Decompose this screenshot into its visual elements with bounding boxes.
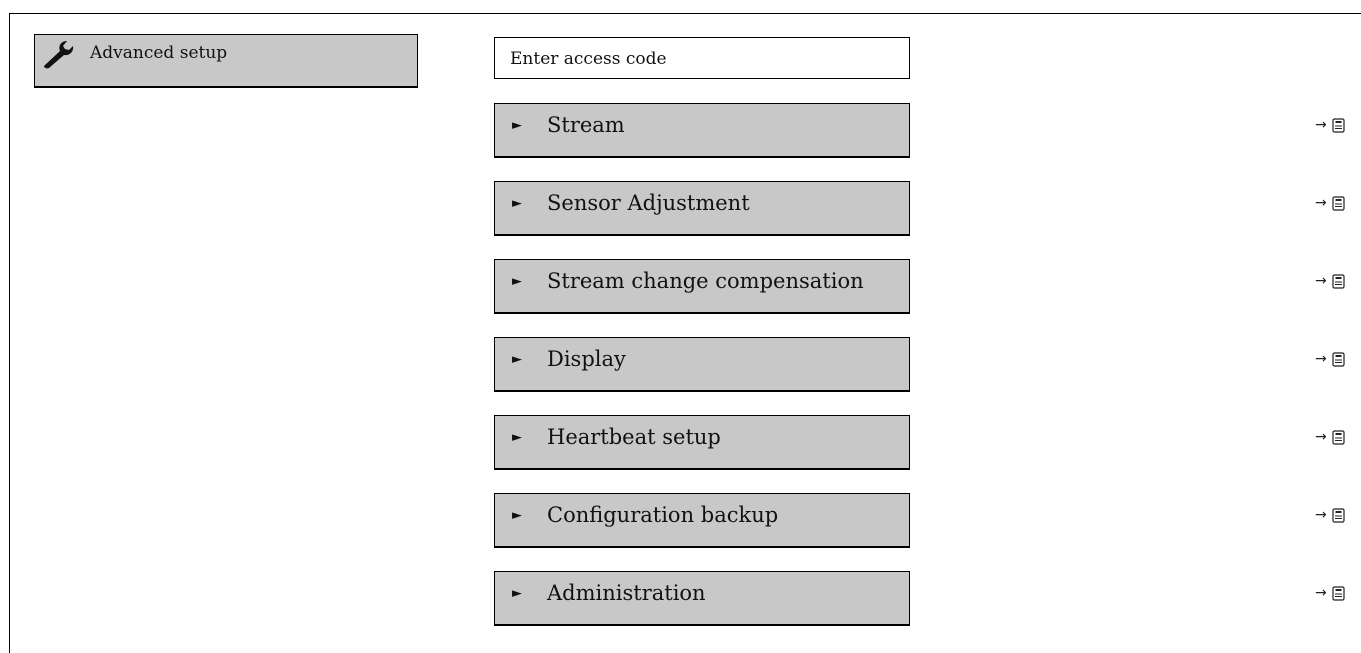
submenu-label: Sensor Adjustment [547, 191, 750, 215]
enter-access-code-label: Enter access code [510, 49, 667, 69]
advanced-setup-menu[interactable]: Advanced setup [34, 34, 418, 88]
page-reference[interactable]: → [1315, 115, 1345, 135]
document-icon [1332, 585, 1345, 601]
submenu-heartbeat-setup[interactable]: ► Heartbeat setup [494, 415, 910, 470]
submenu-sensor-adjustment[interactable]: ► Sensor Adjustment [494, 181, 910, 236]
submenu-label: Stream change compensation [547, 269, 864, 293]
arrow-right-icon: → [1315, 507, 1327, 523]
advanced-setup-label: Advanced setup [90, 43, 228, 63]
arrow-right-icon: → [1315, 351, 1327, 367]
arrow-right-icon: → [1315, 429, 1327, 445]
submenu-label: Administration [547, 581, 706, 605]
submenu-triangle-icon: ► [512, 586, 522, 601]
document-icon [1332, 351, 1345, 367]
submenu-label: Stream [547, 113, 625, 137]
enter-access-code-field[interactable]: Enter access code [494, 37, 910, 79]
submenu-label: Heartbeat setup [547, 425, 721, 449]
submenu-triangle-icon: ► [512, 118, 522, 133]
submenu-administration[interactable]: ► Administration [494, 571, 910, 626]
submenu-triangle-icon: ► [512, 274, 522, 289]
submenu-display[interactable]: ► Display [494, 337, 910, 392]
document-icon [1332, 273, 1345, 289]
document-icon [1332, 195, 1345, 211]
submenu-configuration-backup[interactable]: ► Configuration backup [494, 493, 910, 548]
page-reference[interactable]: → [1315, 349, 1345, 369]
document-icon [1332, 117, 1345, 133]
page-reference[interactable]: → [1315, 193, 1345, 213]
document-icon [1332, 507, 1345, 523]
page-reference[interactable]: → [1315, 427, 1345, 447]
page-reference[interactable]: → [1315, 505, 1345, 525]
wrench-icon [44, 41, 74, 69]
arrow-right-icon: → [1315, 117, 1327, 133]
submenu-triangle-icon: ► [512, 508, 522, 523]
page-reference[interactable]: → [1315, 583, 1345, 603]
arrow-right-icon: → [1315, 585, 1327, 601]
submenu-label: Display [547, 347, 626, 371]
submenu-label: Configuration backup [547, 503, 779, 527]
submenu-triangle-icon: ► [512, 196, 522, 211]
arrow-right-icon: → [1315, 273, 1327, 289]
page-frame [9, 13, 1361, 653]
submenu-triangle-icon: ► [512, 430, 522, 445]
submenu-triangle-icon: ► [512, 352, 522, 367]
submenu-stream-change-compensation[interactable]: ► Stream change compensation [494, 259, 910, 314]
submenu-stream[interactable]: ► Stream [494, 103, 910, 158]
page-reference[interactable]: → [1315, 271, 1345, 291]
arrow-right-icon: → [1315, 195, 1327, 211]
document-icon [1332, 429, 1345, 445]
